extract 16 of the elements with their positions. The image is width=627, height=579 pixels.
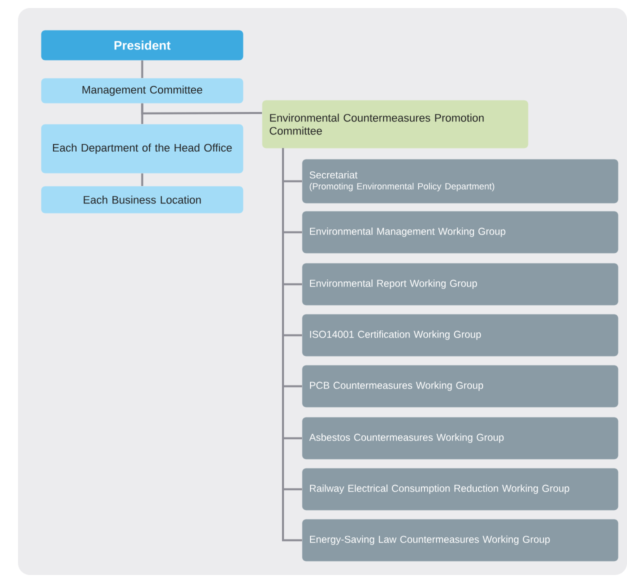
working-group-box: Environmental Management Working Group <box>302 211 618 254</box>
working-group-box: Railway Electrical Consumption Reduction Working Group <box>302 468 618 510</box>
working-group-box: Asbestos Countermeasures Working Group <box>302 417 618 460</box>
working-group-box: Secretariat (Promoting Environmental Policy Department) <box>302 159 618 204</box>
department-box: Each Department of the Head Office <box>41 124 244 174</box>
working-group-box: Energy-Saving Law Countermeasures Working Group <box>302 519 618 562</box>
connector-line <box>141 60 144 78</box>
working-group-box: PCB Countermeasures Working Group <box>302 365 618 408</box>
connector-line <box>141 173 144 186</box>
department-box: Management Committee <box>41 78 244 104</box>
working-group-box: ISO14001 Certification Working Group <box>302 314 618 356</box>
working-group-box: Environmental Report Working Group <box>302 263 618 306</box>
department-box: Each Business Location <box>41 186 244 214</box>
committee-box: Environmental Countermeasures Promotion Committee <box>262 100 528 148</box>
connector-line <box>141 103 262 114</box>
president-box: President <box>41 30 244 60</box>
